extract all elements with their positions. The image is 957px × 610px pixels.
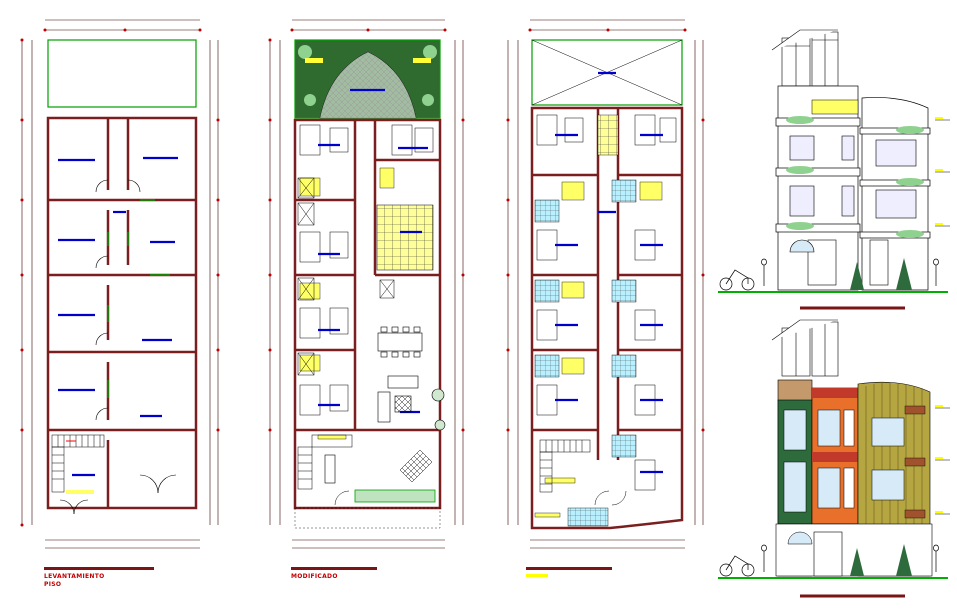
- plan-existing: [20, 19, 220, 549]
- elevation-color: [718, 319, 950, 598]
- caption-modified: MODIFICADO: [291, 573, 338, 580]
- caption-existing-line-2: PISO: [44, 581, 62, 588]
- elevation-line: [718, 29, 950, 310]
- plan-modified: [268, 19, 465, 549]
- caption-underline-modified: [291, 567, 377, 570]
- caption-highlight-modified-2: [526, 574, 548, 577]
- plan-modified-2: [506, 19, 705, 549]
- caption-existing-line-1: LEVANTAMIENTO: [44, 573, 105, 580]
- caption-underline-modified-2: [526, 567, 612, 570]
- caption-underline-existing: [44, 567, 154, 570]
